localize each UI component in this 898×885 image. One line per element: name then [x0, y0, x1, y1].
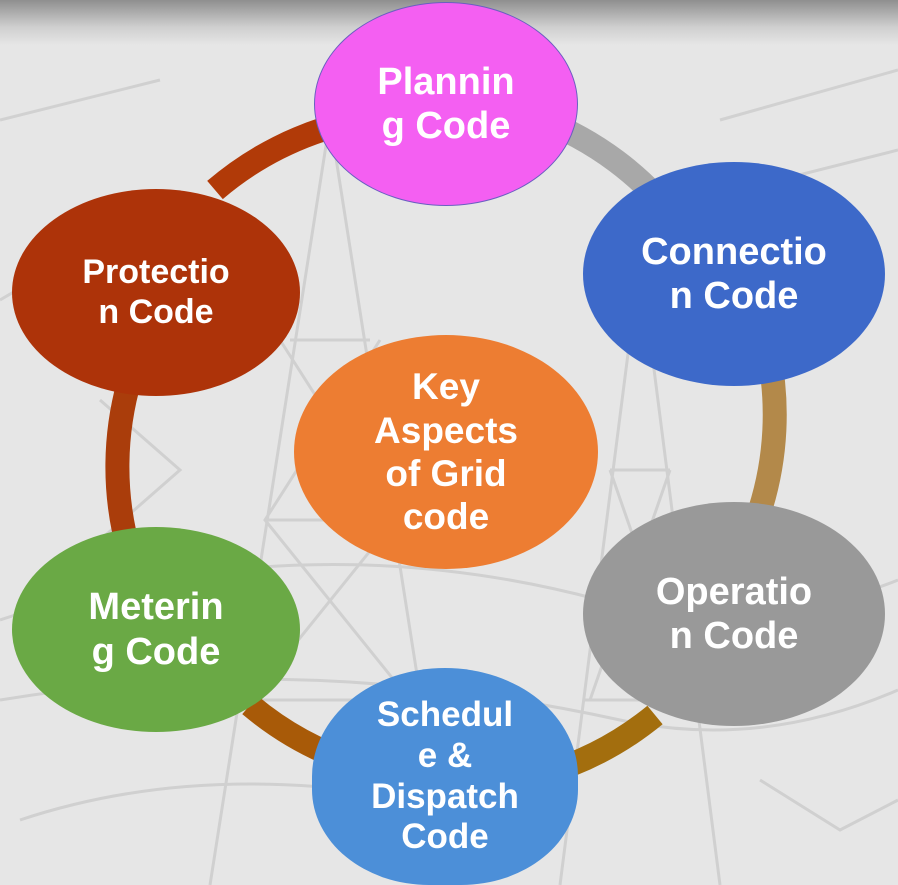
node-label: Connectio n Code [641, 230, 827, 317]
node-connection-code: Connectio n Code [583, 162, 885, 386]
node-center-key-aspects: Key Aspects of Grid code [294, 335, 598, 569]
center-label: Key Aspects of Grid code [374, 366, 518, 538]
node-protection-code: Protectio n Code [12, 189, 300, 396]
node-label: Protectio n Code [82, 252, 230, 331]
node-operation-code: Operatio n Code [583, 502, 885, 726]
node-schedule-dispatch-code: Schedul e & Dispatch Code [312, 668, 578, 885]
node-label: Schedul e & Dispatch Code [371, 694, 519, 857]
node-planning-code: Plannin g Code [314, 2, 578, 206]
ring-arc-metering-protection [105, 368, 144, 559]
node-label: Plannin g Code [377, 60, 515, 147]
node-label: Operatio n Code [655, 570, 813, 657]
node-metering-code: Meterin g Code [12, 527, 300, 732]
node-label: Meterin g Code [88, 586, 224, 673]
